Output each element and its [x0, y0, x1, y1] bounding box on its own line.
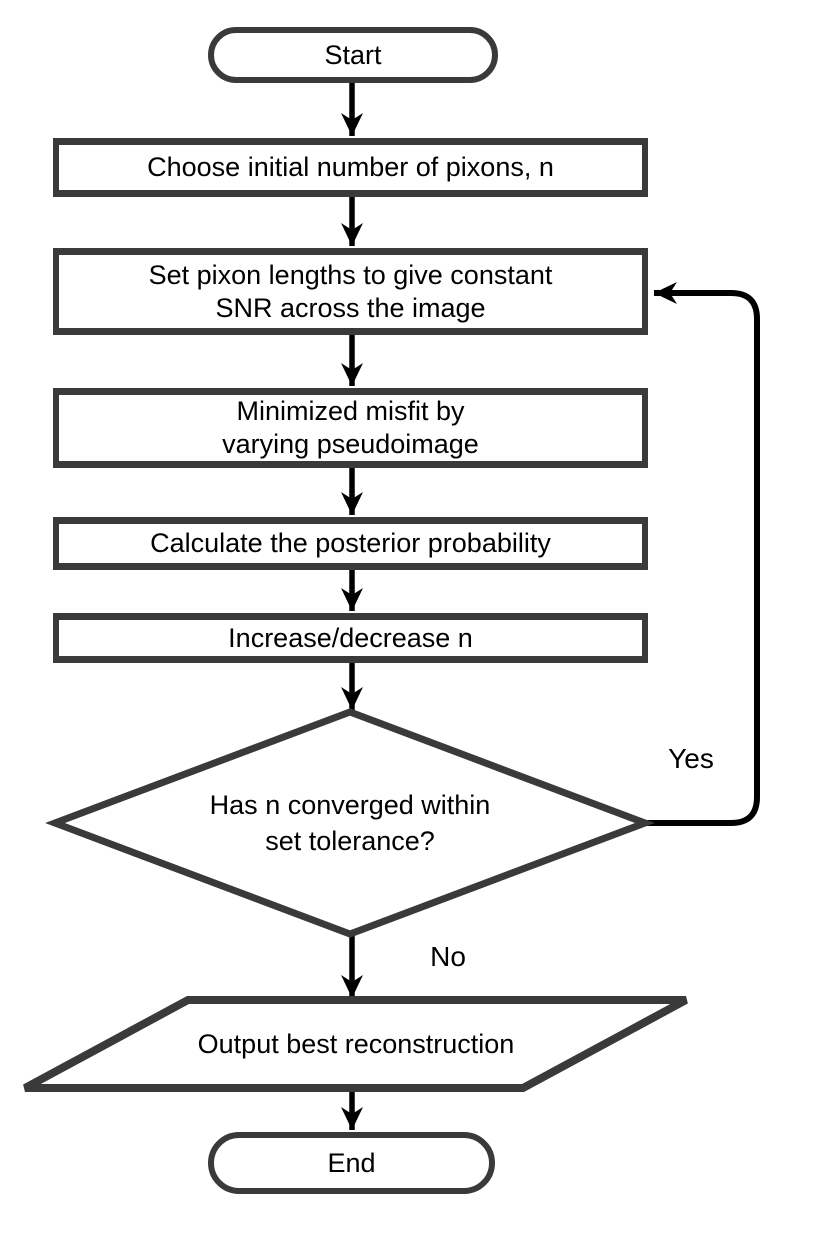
node-choose-pixons: Choose initial number of pixons, n — [53, 138, 648, 197]
node-minimize-misfit: Minimized misfit by varying pseudoimage — [53, 388, 648, 468]
node-increase-decrease-n-label: Increase/decrease n — [228, 622, 473, 653]
node-output-reconstruction-label: Output best reconstruction — [106, 1006, 606, 1082]
node-converged-decision-label: Has n converged within set tolerance? — [100, 785, 600, 861]
node-minimize-misfit-line2: varying pseudoimage — [222, 429, 479, 459]
node-calculate-posterior-label: Calculate the posterior probability — [150, 528, 551, 558]
edge-label-yes: Yes — [663, 744, 719, 774]
node-converged-decision-line1: Has n converged within — [209, 790, 491, 820]
node-calculate-posterior: Calculate the posterior probability — [53, 517, 648, 570]
edge-label-no: No — [422, 942, 474, 972]
node-set-pixon-lengths: Set pixon lengths to give constant SNR a… — [53, 248, 648, 335]
node-output-reconstruction-line1: Output best reconstruction — [197, 1029, 515, 1059]
node-set-pixon-lengths-line2: SNR across the image — [215, 292, 486, 323]
edge-label-no-text: No — [430, 941, 466, 972]
node-minimize-misfit-line1: Minimized misfit by — [236, 396, 465, 426]
decision-diamond-shape — [45, 708, 655, 938]
node-converged-decision-line2: set tolerance? — [265, 826, 435, 856]
edge-label-yes-text: Yes — [668, 743, 714, 774]
node-increase-decrease-n: Increase/decrease n — [53, 613, 648, 663]
node-start: Start — [208, 27, 498, 83]
node-end-label: End — [327, 1147, 376, 1178]
node-end: End — [208, 1132, 495, 1194]
node-start-label: Start — [324, 39, 382, 70]
node-set-pixon-lengths-line1: Set pixon lengths to give constant — [148, 259, 553, 290]
edge-decision-set-yes-loop — [645, 282, 760, 826]
node-choose-pixons-label: Choose initial number of pixons, n — [147, 152, 554, 182]
io-parallelogram-shape — [23, 996, 688, 1092]
